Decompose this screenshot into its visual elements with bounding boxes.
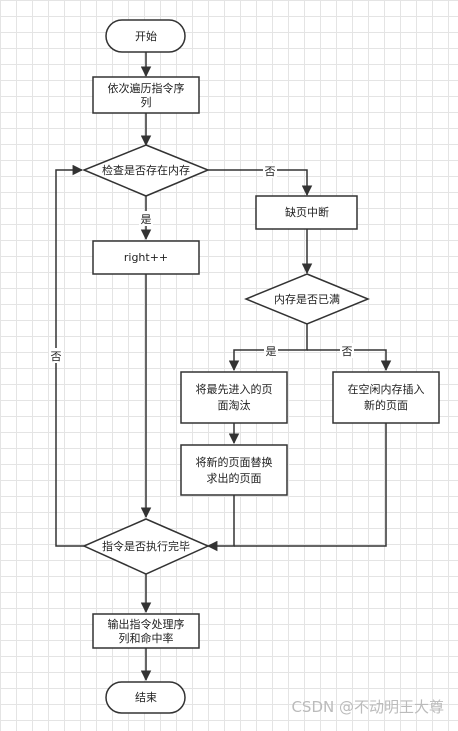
node-end: 结束 — [105, 681, 186, 714]
watermark: CSDN @不动明王大尊 — [291, 698, 444, 716]
svg-text:列: 列 — [141, 95, 152, 109]
edge-free-to-done — [234, 423, 387, 547]
node-replace-page: 将新的页面替换 求出的页面 — [180, 444, 288, 496]
node-check-memory: 检查是否存在内存 — [82, 144, 210, 197]
node-traverse: 依次遍历指令序 列 — [92, 76, 200, 114]
node-memory-full: 内存是否已满 — [244, 273, 370, 325]
svg-text:内存是否已满: 内存是否已满 — [274, 292, 340, 306]
node-page-fault: 缺页中断 — [255, 195, 358, 230]
svg-text:面淘汰: 面淘汰 — [218, 398, 251, 412]
edge-check-no-to-fault — [208, 169, 313, 197]
edge-label-yes-in-memory: 是 — [141, 213, 152, 226]
svg-text:依次遍历指令序: 依次遍历指令序 — [108, 81, 185, 95]
node-right-increment: right++ — [92, 240, 200, 275]
node-done-check: 指令是否执行完毕 — [82, 518, 210, 575]
edge-label-no-in-memory: 否 — [265, 165, 276, 178]
svg-text:输出指令处理序: 输出指令处理序 — [108, 617, 185, 631]
svg-text:开始: 开始 — [135, 29, 157, 43]
svg-text:指令是否执行完毕: 指令是否执行完毕 — [102, 539, 190, 553]
svg-text:将新的页面替换: 将新的页面替换 — [196, 455, 273, 469]
node-fifo-evict: 将最先进入的页 面淘汰 — [180, 371, 288, 424]
edges — [55, 52, 392, 682]
svg-text:缺页中断: 缺页中断 — [285, 205, 329, 219]
node-free-insert: 在空闲内存插入 新的页面 — [332, 371, 440, 424]
svg-text:列和命中率: 列和命中率 — [119, 631, 174, 645]
edge-label-no-done: 否 — [51, 350, 62, 363]
edge-labels: 是 否 是 否 否 — [49, 163, 354, 363]
edge-replace-to-done — [206, 495, 235, 552]
svg-text:求出的页面: 求出的页面 — [207, 471, 262, 485]
edge-label-yes-full: 是 — [266, 345, 277, 358]
node-start: 开始 — [105, 19, 186, 53]
svg-text:结束: 结束 — [135, 691, 157, 704]
edge-full-no-to-free — [307, 349, 392, 372]
svg-text:检查是否存在内存: 检查是否存在内存 — [102, 163, 190, 177]
svg-text:在空闲内存插入: 在空闲内存插入 — [348, 382, 425, 396]
edge-label-no-full: 否 — [342, 345, 353, 358]
svg-text:将最先进入的页: 将最先进入的页 — [196, 382, 273, 396]
svg-text:新的页面: 新的页面 — [364, 398, 408, 412]
node-output: 输出指令处理序 列和命中率 — [92, 613, 200, 649]
svg-text:right++: right++ — [124, 251, 168, 264]
